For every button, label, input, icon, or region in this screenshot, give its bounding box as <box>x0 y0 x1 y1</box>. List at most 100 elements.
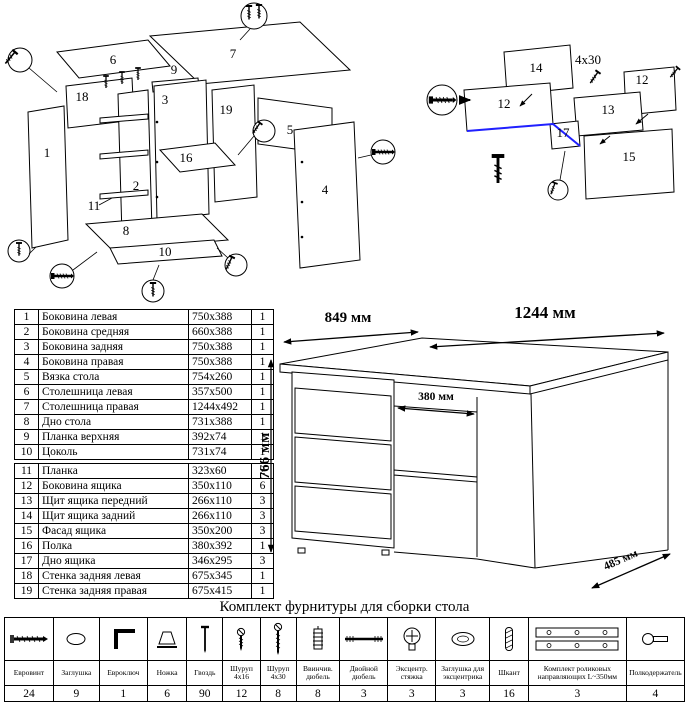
hw-qty: 3 <box>435 685 491 702</box>
part-label-11: 11 <box>88 198 101 213</box>
part-row: 8 Дно стола 731x388 1 <box>14 414 274 430</box>
part-label-10: 10 <box>159 244 172 259</box>
part-number: 5 <box>14 369 39 385</box>
callout-leader <box>152 264 160 281</box>
fastener-callout <box>7 47 33 73</box>
part-size: 660x388 <box>188 324 252 340</box>
part-label-18: 18 <box>76 89 89 104</box>
part-number: 18 <box>14 568 39 584</box>
part-row: 19 Стенка задняя правая 675x415 1 <box>14 583 274 599</box>
dimension-arrow-1244 <box>429 330 665 350</box>
part-label-3: 3 <box>162 92 169 107</box>
dimension-1244: 1244 мм <box>514 303 576 322</box>
hw-name: Шуруп 4x16 <box>222 660 261 686</box>
hw-qty: 16 <box>489 685 529 702</box>
hw-name: Евровинт <box>4 660 54 686</box>
right-panel-bottom-edge <box>534 549 669 569</box>
part-number: 11 <box>14 463 39 479</box>
part-row: 14 Щит ящика задний 266x110 3 <box>14 508 274 524</box>
hw-name: Двойной дюбель <box>339 660 389 686</box>
part-8-bottom <box>84 213 230 251</box>
part-size: 731x74 <box>188 444 252 460</box>
fastener-hole <box>300 235 304 239</box>
part-name: Стенка задняя правая <box>38 583 189 599</box>
parts-table-body: 1 Боковина левая 750x388 1 2 Боковина ср… <box>14 309 274 460</box>
part-name: Фасад ящика <box>38 523 189 539</box>
foot-icon <box>157 631 178 648</box>
part-row: 15 Фасад ящика 350x200 3 <box>14 523 274 539</box>
part-name: Цоколь <box>38 444 189 460</box>
drawer-rail <box>99 149 149 160</box>
part-row: 7 Столешница правая 1244x492 1 <box>14 399 274 415</box>
dimension-380: 380 мм <box>418 391 454 403</box>
hw-name: Ножка <box>146 660 188 686</box>
part-row: 16 Полка 380x392 1 <box>14 538 274 554</box>
hw-icon-cell <box>527 617 627 661</box>
screw-4x16-icon <box>237 627 246 651</box>
desk-dimension-drawing: 849 мм 1244 мм 766 мм 380 мм 485 мм <box>260 303 671 589</box>
part-qty: 1 <box>251 583 274 599</box>
part-size: 731x388 <box>188 414 252 430</box>
fastener-hole <box>300 160 304 164</box>
fastener-hole <box>155 120 159 124</box>
hw-icon-cell <box>98 617 148 661</box>
part-label-14: 14 <box>530 60 544 75</box>
part-name: Стенка задняя левая <box>38 568 189 584</box>
hardware-qty-row: 24 9 1 6 90 12 8 8 3 3 3 16 3 4 <box>4 685 686 702</box>
hw-qty: 90 <box>186 685 224 702</box>
callout-leader <box>239 28 251 41</box>
part-name: Боковина правая <box>38 354 189 370</box>
shelf-pin-icon <box>642 633 669 645</box>
part-row: 2 Боковина средняя 660x388 1 <box>14 324 274 340</box>
hw-qty: 8 <box>259 685 297 702</box>
hw-qty: 4 <box>625 685 686 702</box>
part-row: 18 Стенка задняя левая 675x345 1 <box>14 568 274 584</box>
part-number: 7 <box>14 399 39 415</box>
callout-leader <box>216 247 229 259</box>
part-4-side-right <box>293 121 361 269</box>
part-10-plinth <box>109 239 223 265</box>
hw-icon-cell <box>435 617 491 661</box>
hw-icon-cell <box>489 617 529 661</box>
part-row: 17 Дно ящика 346x295 3 <box>14 553 274 569</box>
callout-leader <box>72 251 98 271</box>
part-size: 750x388 <box>188 309 252 325</box>
part-size: 323x60 <box>188 463 252 479</box>
part-name: Дно ящика <box>38 553 189 569</box>
hw-icon-cell <box>186 617 224 661</box>
hw-icon-cell <box>259 617 297 661</box>
part-size: 392x74 <box>188 429 252 445</box>
hw-icon-cell <box>222 617 261 661</box>
part-size: 380x392 <box>188 538 252 554</box>
hardware-kit-title: Комплект фурнитуры для сборки стола <box>219 599 470 615</box>
part-size: 1244x492 <box>188 399 252 415</box>
hw-qty: 3 <box>339 685 389 702</box>
parts-table-block-2: 11 Планка 323x60 2 12 Боковина ящика 350… <box>14 463 274 599</box>
part-name: Полка <box>38 538 189 554</box>
part-number: 13 <box>14 493 39 509</box>
part-size: 754x260 <box>188 369 252 385</box>
part-label-12: 12 <box>498 96 511 111</box>
part-row: 1 Боковина левая 750x388 1 <box>14 309 274 325</box>
desk-panels <box>27 21 361 269</box>
bottom-edge <box>476 558 536 569</box>
part-name: Вязка стола <box>38 369 189 385</box>
part-number: 4 <box>14 354 39 370</box>
part-number: 17 <box>14 553 39 569</box>
hardware-table: Евровинт Заглушка Евроключ Ножка Гвоздь … <box>4 617 686 702</box>
fastener-hole <box>300 200 304 204</box>
part-label-19: 19 <box>220 102 233 117</box>
part-row: 9 Планка верхняя 392x74 1 <box>14 429 274 445</box>
desk-exploded-diagram: 6 7 9 18 1 2 3 19 16 5 4 8 10 11 <box>2 2 397 303</box>
hw-qty: 3 <box>387 685 437 702</box>
part-14-drawer-back <box>503 44 574 96</box>
dimension-arrow-380 <box>397 405 475 417</box>
hw-name: Эксцентр. стяжка <box>387 660 437 686</box>
drawer-labels: 14 12 12 13 17 15 4x30 <box>498 52 649 164</box>
direction-arrow <box>635 113 649 125</box>
part-label-7: 7 <box>230 46 237 61</box>
callout-leader <box>237 135 255 156</box>
drawer-edge-highlight <box>466 122 581 147</box>
drawer-fasteners <box>426 65 682 201</box>
